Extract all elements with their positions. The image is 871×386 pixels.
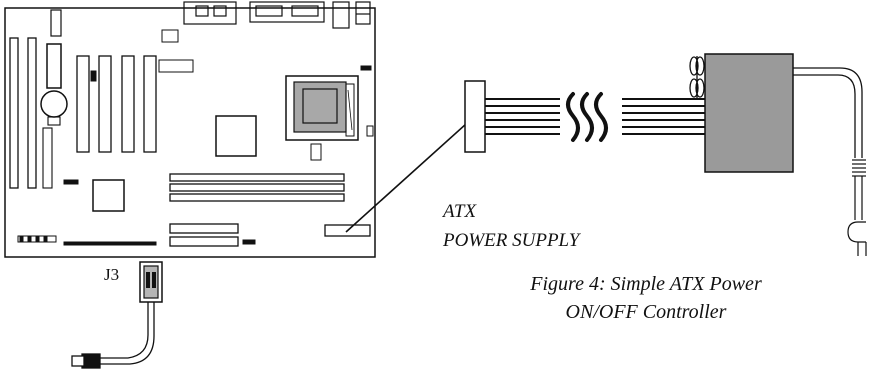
board-power-header (324, 224, 371, 237)
northbridge-chip (215, 115, 257, 157)
figure-caption-line2: ON/OFF Controller (565, 301, 727, 323)
psu-label-line2: POWER SUPPLY (443, 230, 580, 251)
psu-cable-bundle (485, 98, 705, 135)
ac-power-cord (793, 67, 863, 158)
top-chip (50, 9, 62, 37)
fan-icon (689, 56, 705, 98)
back-panel-connectors (183, 1, 371, 29)
cable-break-symbol (566, 92, 608, 142)
southbridge-chip (92, 179, 125, 212)
j3-connector (139, 261, 163, 316)
ac-plug-icon (847, 159, 867, 256)
pci-slots (76, 55, 157, 153)
bios-chip (46, 43, 62, 89)
leader-line (345, 123, 467, 233)
power-supply-unit (689, 53, 794, 173)
figure-caption-line1: Figure 4: Simple ATX Power (530, 273, 762, 295)
battery (40, 90, 68, 118)
front-panel-header (17, 235, 157, 246)
psu-label-line1: ATX (443, 201, 477, 222)
motherboard (4, 1, 376, 258)
jumpers (63, 29, 374, 245)
isa-slots (9, 37, 37, 189)
j3-cable (71, 316, 155, 369)
psu-plug (464, 80, 486, 153)
ide-connectors (169, 223, 239, 247)
connector-label-j3: J3 (104, 265, 120, 284)
io-header (42, 127, 53, 189)
dimm-slots (169, 173, 345, 202)
processor-socket (285, 75, 359, 141)
motherboard-outline (4, 7, 376, 258)
